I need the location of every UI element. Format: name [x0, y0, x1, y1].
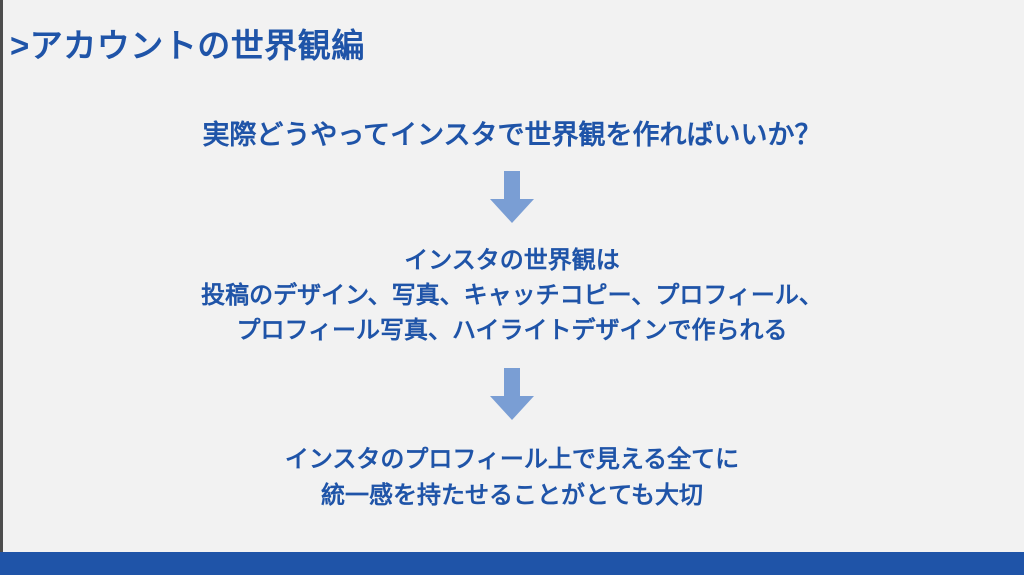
- flow-step-question: 実際どうやってインスタで世界観を作ればいいか？: [0, 118, 1024, 153]
- flow-step-definition-line-3: プロフィール写真、ハイライトデザインで作られる: [236, 317, 788, 345]
- flow-diagram: 実際どうやってインスタで世界観を作ればいいか？ インスタの世界観は 投稿のデザイ…: [0, 118, 1024, 513]
- flow-step-definition-line-2: 投稿のデザイン、写真、キャッチコピー、プロフィール、: [201, 282, 823, 310]
- footer-bar: [0, 552, 1024, 575]
- flow-step-conclusion-line-2: 統一感を持たせることがとても大切: [320, 481, 704, 509]
- page-title: >アカウントの世界観編: [10, 27, 365, 64]
- flow-connector-one: [0, 171, 1024, 224]
- flow-connector-two: [0, 368, 1024, 421]
- flow-step-conclusion-line-1: インスタのプロフィール上で見える全てに: [284, 446, 740, 474]
- flow-step-conclusion: インスタのプロフィール上で見える全てに 統一感を持たせることがとても大切: [0, 442, 1024, 513]
- flow-step-definition: インスタの世界観は 投稿のデザイン、写真、キャッチコピー、プロフィール、 プロフ…: [0, 243, 1024, 348]
- arrow-down-icon: [488, 368, 536, 421]
- arrow-down-icon: [488, 171, 536, 224]
- left-edge-border: [0, 0, 3, 552]
- flow-step-definition-line-1: インスタの世界観は: [404, 247, 620, 275]
- flow-step-question-line-1: 実際どうやってインスタで世界観を作ればいいか？: [202, 120, 822, 150]
